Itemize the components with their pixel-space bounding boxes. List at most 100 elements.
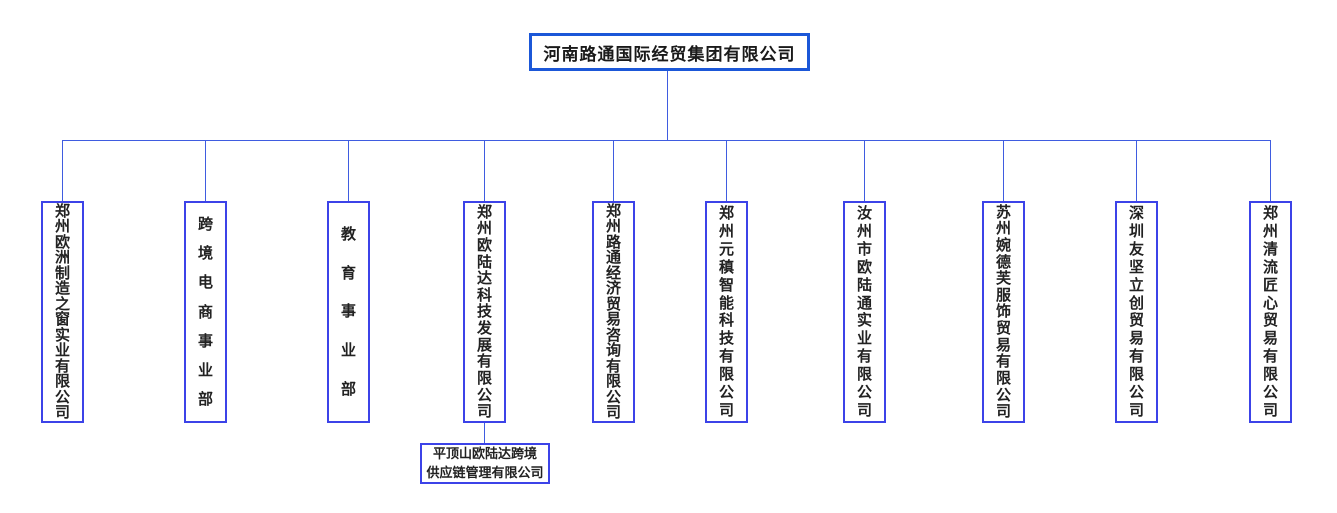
company-name-char: 业 bbox=[54, 342, 70, 360]
connector-rail bbox=[62, 140, 1271, 141]
org-node-child-8[interactable]: 苏州婉德芙服饰贸易有限公司 bbox=[982, 201, 1025, 423]
org-node-child-4[interactable]: 郑州欧陆达科技发展有限公司 bbox=[463, 201, 506, 423]
company-name-char: 造 bbox=[54, 280, 70, 298]
company-name-char: 州 bbox=[995, 220, 1011, 238]
company-name-char: 制 bbox=[54, 264, 70, 282]
company-name-char: 公 bbox=[605, 388, 621, 406]
company-name-char: 州 bbox=[605, 218, 621, 236]
company-name-char: 达 bbox=[476, 270, 492, 288]
company-name-char: 洲 bbox=[54, 249, 70, 267]
company-name-char: 欧 bbox=[856, 258, 872, 276]
company-name-char: 坚 bbox=[1128, 258, 1144, 276]
company-name-char: 易 bbox=[605, 311, 621, 329]
org-node-child-3[interactable]: 教育事业部 bbox=[327, 201, 370, 423]
connector-stub-4 bbox=[484, 140, 485, 201]
company-name-char: 立 bbox=[1128, 276, 1144, 294]
company-name-char: 州 bbox=[1262, 222, 1278, 240]
org-node-child-10[interactable]: 郑州清流匠心贸易有限公司 bbox=[1249, 201, 1292, 423]
company-name-char: 咨 bbox=[605, 326, 621, 344]
company-name-char: 司 bbox=[476, 403, 492, 421]
company-name-char: 限 bbox=[995, 370, 1011, 388]
company-name-char: 有 bbox=[54, 357, 70, 375]
company-name-char: 欧 bbox=[476, 236, 492, 254]
company-name-char: 限 bbox=[1262, 366, 1278, 384]
connector-stub-5 bbox=[613, 140, 614, 201]
company-name-char: 司 bbox=[718, 402, 734, 420]
company-name-char: 饰 bbox=[995, 303, 1011, 321]
company-name-char: 窗 bbox=[54, 311, 70, 329]
company-name-char: 实 bbox=[856, 312, 872, 330]
company-name-char: 贸 bbox=[605, 295, 621, 313]
org-node-child-7[interactable]: 汝州市欧陆通实业有限公司 bbox=[843, 201, 886, 423]
company-name-char: 技 bbox=[476, 303, 492, 321]
company-name-char: 路 bbox=[605, 233, 621, 251]
org-node-child-9[interactable]: 深圳友坚立创贸易有限公司 bbox=[1115, 201, 1158, 423]
company-name-char: 州 bbox=[718, 222, 734, 240]
company-name-char: 贸 bbox=[1262, 312, 1278, 330]
company-name-char: 友 bbox=[1128, 240, 1144, 258]
org-node-grandchild[interactable]: 平顶山欧陆达跨境 供应链管理有限公司 bbox=[420, 443, 550, 484]
org-node-root[interactable]: 河南路通国际经贸集团有限公司 bbox=[529, 33, 810, 71]
company-name-char: 技 bbox=[718, 330, 734, 348]
company-name-char: 业 bbox=[856, 330, 872, 348]
company-name-char: 深 bbox=[1128, 204, 1144, 222]
company-name-char: 郑 bbox=[1262, 204, 1278, 222]
connector-stub-1 bbox=[62, 140, 63, 201]
company-name-char: 有 bbox=[1128, 348, 1144, 366]
company-name-char: 公 bbox=[1262, 384, 1278, 402]
company-name-char: 有 bbox=[1262, 348, 1278, 366]
org-node-child-6[interactable]: 郑州元稹智能科技有限公司 bbox=[705, 201, 748, 423]
company-name-char: 州 bbox=[54, 218, 70, 236]
org-node-child-1[interactable]: 郑州欧洲制造之窗实业有限公司 bbox=[41, 201, 84, 423]
company-name-char: 流 bbox=[1262, 258, 1278, 276]
company-name-char: 通 bbox=[856, 294, 872, 312]
company-name-char: 郑 bbox=[718, 204, 734, 222]
company-name-char: 有 bbox=[995, 353, 1011, 371]
company-name-char: 限 bbox=[605, 373, 621, 391]
company-name-char: 汝 bbox=[856, 204, 872, 222]
company-name-char: 商 bbox=[197, 303, 213, 321]
company-name-char: 发 bbox=[476, 320, 492, 338]
company-name-char: 境 bbox=[197, 245, 213, 263]
company-name-char: 有 bbox=[605, 357, 621, 375]
company-name-char: 公 bbox=[718, 384, 734, 402]
company-name-char: 创 bbox=[1128, 294, 1144, 312]
company-name-char: 服 bbox=[995, 286, 1011, 304]
company-name-char: 跨 bbox=[197, 216, 213, 234]
company-name-char: 易 bbox=[1262, 330, 1278, 348]
company-name-char: 司 bbox=[856, 402, 872, 420]
connector-stub-6 bbox=[726, 140, 727, 201]
company-name-char: 清 bbox=[1262, 240, 1278, 258]
company-name-char: 司 bbox=[995, 403, 1011, 421]
company-name-char: 司 bbox=[1128, 402, 1144, 420]
company-name-char: 事 bbox=[340, 303, 356, 321]
company-name-char: 通 bbox=[605, 249, 621, 267]
org-node-child-2[interactable]: 跨境电商事业部 bbox=[184, 201, 227, 423]
grandchild-name-line-2: 供应链管理有限公司 bbox=[426, 464, 544, 480]
company-name-char: 贸 bbox=[995, 320, 1011, 338]
company-name-char: 实 bbox=[54, 326, 70, 344]
company-name-char: 限 bbox=[1128, 366, 1144, 384]
company-name-char: 苏 bbox=[995, 203, 1011, 221]
company-name-char: 心 bbox=[1262, 294, 1278, 312]
company-name-char: 限 bbox=[856, 366, 872, 384]
company-name-char: 限 bbox=[476, 370, 492, 388]
company-name-char: 圳 bbox=[1128, 222, 1144, 240]
company-name-char: 易 bbox=[995, 336, 1011, 354]
org-node-child-5[interactable]: 郑州路通经济贸易咨询有限公司 bbox=[592, 201, 635, 423]
company-name-char: 郑 bbox=[605, 202, 621, 220]
company-name-char: 业 bbox=[340, 342, 356, 360]
company-name-char: 业 bbox=[197, 361, 213, 379]
company-name-char: 司 bbox=[1262, 402, 1278, 420]
connector-stub-3 bbox=[348, 140, 349, 201]
company-name-char: 限 bbox=[718, 366, 734, 384]
company-name-char: 电 bbox=[197, 274, 213, 292]
company-name-char: 市 bbox=[856, 240, 872, 258]
company-name-char: 郑 bbox=[54, 202, 70, 220]
company-name-char: 州 bbox=[476, 220, 492, 238]
company-name-char: 司 bbox=[605, 404, 621, 422]
company-name-char: 芙 bbox=[995, 270, 1011, 288]
company-name-char: 公 bbox=[995, 386, 1011, 404]
connector-stub-8 bbox=[1003, 140, 1004, 201]
